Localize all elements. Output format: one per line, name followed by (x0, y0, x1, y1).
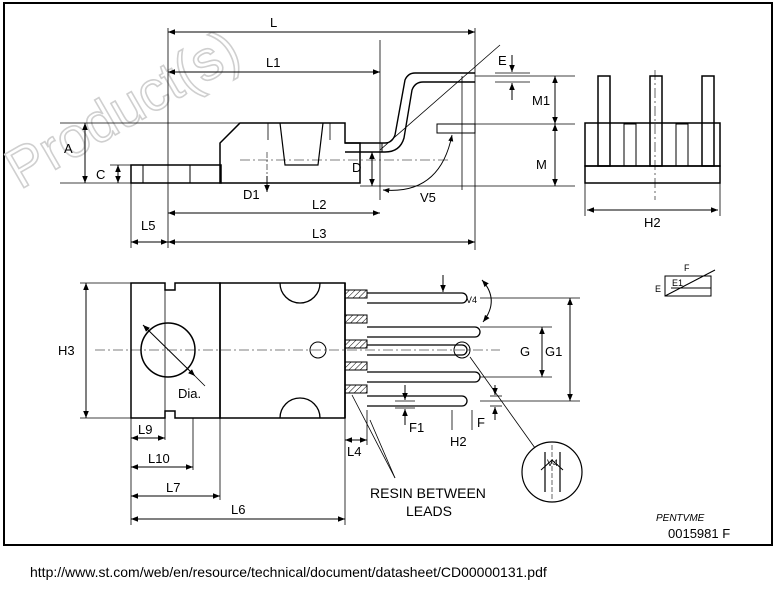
dim-label-H3: H3 (58, 343, 75, 358)
watermark-text: Product(s) (0, 17, 250, 201)
lead-form-symbol (664, 269, 716, 297)
lead-detail-circle (469, 356, 583, 503)
source-url: http://www.st.com/web/en/resource/techni… (30, 564, 547, 580)
dim-label-A: A (64, 141, 73, 156)
dim-label-E1-symbol: E1 (672, 278, 683, 288)
resin-note-line2: LEADS (406, 503, 452, 519)
dim-label-E: E (498, 53, 507, 68)
dim-label-L9: L9 (138, 422, 152, 437)
dim-label-G: G (520, 344, 530, 359)
dim-label-M: M (536, 157, 547, 172)
dim-label-E-symbol: E (655, 284, 661, 294)
dim-label-L7: L7 (166, 480, 180, 495)
dim-label-L: L (270, 15, 277, 30)
dim-label-H2-top: H2 (450, 434, 467, 449)
top-view (130, 282, 481, 419)
dim-label-L5: L5 (141, 218, 155, 233)
dim-label-L1: L1 (266, 55, 280, 70)
dim-label-L3: L3 (312, 226, 326, 241)
dim-label-H2-end: H2 (644, 215, 661, 230)
dim-label-F1: F1 (409, 420, 424, 435)
dim-label-L2: L2 (312, 197, 326, 212)
dim-label-D1: D1 (243, 187, 260, 202)
dim-label-L6: L6 (231, 502, 245, 517)
dim-label-V4-detail: V4 (547, 458, 558, 468)
dim-label-C: C (96, 167, 105, 182)
drawing-number: 0015981 F (668, 526, 730, 541)
drawing-code: PENTVME (656, 513, 705, 524)
resin-note-line1: RESIN BETWEEN (370, 485, 486, 501)
dim-label-L4: L4 (347, 444, 361, 459)
end-view (584, 70, 721, 216)
drawing-frame (3, 2, 773, 546)
dim-label-V4-top: V4 (466, 295, 477, 305)
dim-label-D: D (352, 160, 361, 175)
dim-label-V5: V5 (420, 190, 436, 205)
dim-label-M1: M1 (532, 93, 550, 108)
dim-label-Dia: Dia. (178, 386, 201, 401)
dim-label-F: F (477, 415, 485, 430)
dim-label-G1: G1 (545, 344, 562, 359)
dim-label-F-symbol: F (684, 263, 690, 273)
dim-label-L10: L10 (148, 451, 170, 466)
